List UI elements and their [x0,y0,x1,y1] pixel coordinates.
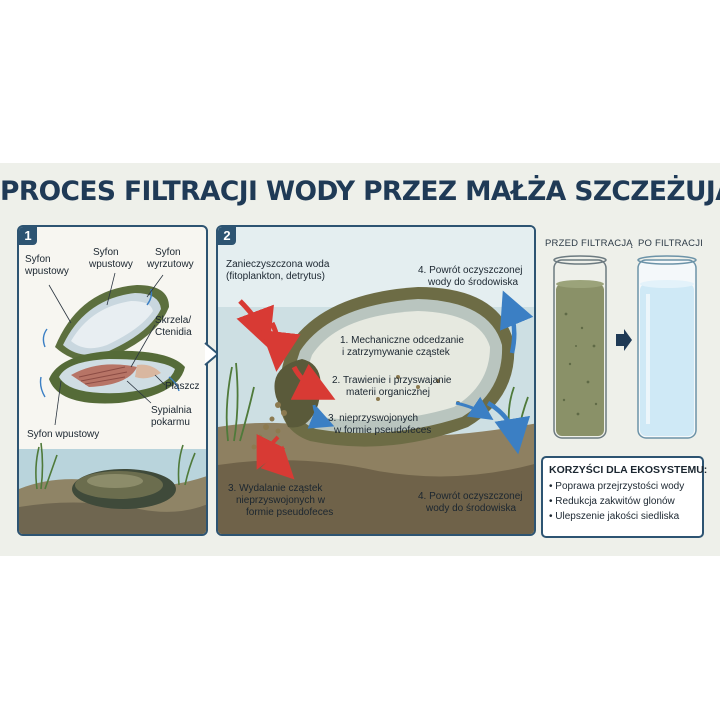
svg-text:(fitoplankton, detrytus): (fitoplankton, detrytus) [226,271,325,282]
label-polluted-water: Zanieczyszczona woda [226,259,330,270]
svg-text:wody do środowiska: wody do środowiska [425,503,516,514]
svg-text:3. nieprzyswojonych: 3. nieprzyswojonych [328,413,418,424]
reed-plants [35,442,196,490]
water-comparison [553,255,697,439]
svg-text:w formie pseudofeces: w formie pseudofeces [333,425,431,436]
svg-text:4. Powrót oczyszczonej: 4. Powrót oczyszczonej [418,491,523,502]
svg-text:Syfon: Syfon [155,247,181,258]
svg-text:1. Mechaniczne odcedzanie: 1. Mechaniczne odcedzanie [340,335,464,346]
panel-number-1: 1 [19,227,37,245]
svg-text:wpustowy: wpustowy [88,259,133,270]
panel-anatomy: 1 [17,225,208,536]
label-expel: 3. Wydalanie cząstek [228,483,323,494]
clear-water-glass [637,255,697,439]
svg-text:wpustowy: wpustowy [24,266,69,277]
benefit-item: Ulepszenie jakości siedliska [549,509,696,524]
filtering-mussel [274,287,515,447]
svg-text:wody do środowiska: wody do środowiska [427,277,518,288]
svg-text:Syfon: Syfon [93,247,119,258]
benefits-list: Poprawa przejrzystości wody Redukcja zak… [549,479,696,524]
label-step-3: 3. nieprzyswojonych [328,413,418,424]
label-after-filtration: PO FILTRACJI [638,238,704,249]
svg-text:Syfon wpustowy: Syfon wpustowy [27,429,99,440]
label-sypialnia: Sypialnia [151,405,192,416]
svg-text:Płaszcz: Płaszcz [165,381,199,392]
svg-text:nieprzyswojonych w: nieprzyswojonych w [236,495,326,506]
svg-text:Skrzela/: Skrzela/ [155,315,191,326]
svg-text:2. Trawienie i przyswajanie: 2. Trawienie i przyswajanie [332,375,452,386]
arrow-right-icon [616,329,632,351]
inflow-arrows [236,299,336,400]
svg-text:i zatrzymywanie cząstek: i zatrzymywanie cząstek [342,347,451,358]
murky-water-glass [553,255,607,439]
svg-text:Syfon: Syfon [25,254,51,265]
label-syfon-wpustowy-bottom: Syfon wpustowy [27,429,99,440]
label-step-2: 2. Trawienie i przyswajanie [332,375,452,386]
panel-number-2: 2 [218,227,236,245]
label-syfon-wpustowy-left: Syfon [25,254,51,265]
label-step-1: 1. Mechaniczne odcedzanie [340,335,464,346]
filtration-process-illustration: Zanieczyszczona woda (fitoplankton, detr… [218,227,534,534]
svg-text:Sypialnia: Sypialnia [151,405,192,416]
benefit-item: Poprawa przejrzystości wody [549,479,696,494]
label-plaszcz: Płaszcz [165,381,199,392]
label-syfon-wpustowy-mid: Syfon [93,247,119,258]
label-return-bottom: 4. Powrót oczyszczonej [418,491,523,502]
label-syfon-wyrzutowy: Syfon [155,247,181,258]
benefits-box: KORZYŚCI DLA EKOSYSTEMU: Poprawa przejrz… [541,456,708,538]
open-mussel [49,285,185,404]
svg-text:wyrzutowy: wyrzutowy [146,259,194,270]
outflow-arrows [307,290,534,455]
label-skrzela: Skrzela/ [155,315,191,326]
mussel-anatomy-illustration: Syfon wpustowy Syfon wpustowy Syfon wyrz… [19,247,206,534]
svg-text:formie pseudofeces: formie pseudofeces [246,507,333,518]
gills [71,364,137,387]
page-title: PROCES FILTRACJI WODY PRZEZ MAŁŻA SZCZEŻ… [0,176,720,207]
svg-text:Zanieczyszczona woda: Zanieczyszczona woda [226,259,330,270]
svg-text:materii organicznej: materii organicznej [346,387,430,398]
benefits-heading: KORZYŚCI DLA EKOSYSTEMU: [549,464,708,476]
expel-arrows [256,433,295,480]
label-before-filtration: PRZED FILTRACJĄ [545,238,633,249]
svg-text:Ctenidia: Ctenidia [155,327,192,338]
svg-text:4. Powrót oczyszczonej: 4. Powrót oczyszczonej [418,265,523,276]
benefit-item: Redukcja zakwitów glonów [549,494,696,509]
label-return-top: 4. Powrót oczyszczonej [418,265,523,276]
svg-text:3. Wydalanie cząstek: 3. Wydalanie cząstek [228,483,323,494]
panel-filtration-process: 2 [216,225,536,536]
svg-text:pokarmu: pokarmu [151,417,190,428]
flow-arrows [39,288,180,398]
